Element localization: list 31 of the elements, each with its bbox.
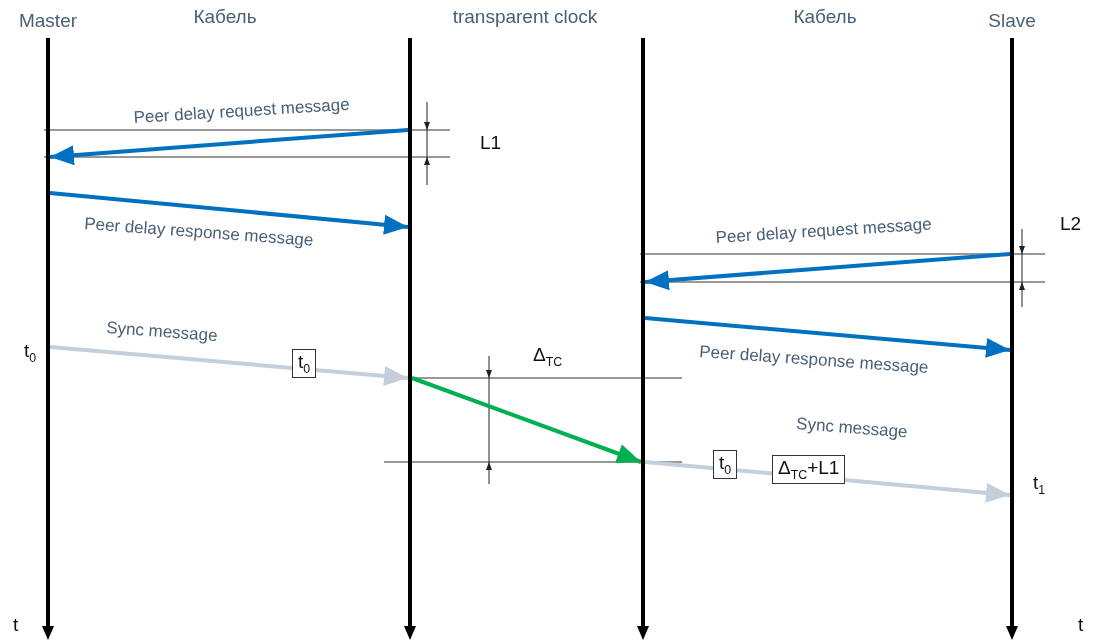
message-arrow	[49, 191, 409, 235]
axis-label: t	[13, 614, 19, 636]
cable-heading: Кабель	[193, 6, 257, 28]
time-label: t$_{1}$	[1033, 472, 1046, 497]
dimension-label: L1	[480, 132, 502, 154]
dimension-label: Δ$_{TC}$	[533, 344, 563, 369]
message-arrow	[644, 316, 1011, 358]
lifeline-heading: Slave	[988, 10, 1036, 32]
lifeline-arrow	[403, 38, 417, 640]
lifeline-arrow	[1005, 38, 1019, 640]
axis-label: t	[1078, 614, 1084, 636]
cable-heading: Кабель	[793, 6, 857, 28]
message-arrow	[411, 376, 642, 464]
edge-label: Peer delay request message	[715, 214, 933, 248]
device-heading: transparent clock	[452, 6, 598, 28]
correction-tag: Δ$_{TC}$+L1	[772, 455, 846, 484]
lifeline-arrow	[41, 38, 55, 640]
edge-label: Peer delay response message	[83, 214, 314, 251]
message-arrow	[49, 128, 409, 166]
message-arrow	[644, 252, 1011, 291]
lifeline-heading: Master	[18, 10, 78, 32]
time-label: t$_{0}$	[24, 340, 37, 365]
timestamp-tag: t$_{0}$	[292, 349, 317, 378]
timestamp-tag: t$_{0}$	[713, 450, 738, 479]
edge-label: Sync message	[105, 318, 219, 347]
message-arrow	[49, 345, 409, 386]
edge-label: Peer delay response message	[698, 342, 930, 378]
edge-label: Sync message	[795, 414, 909, 443]
dimension-label: L2	[1060, 213, 1082, 235]
edge-label: Peer delay request message	[133, 94, 351, 128]
lifeline-arrow	[636, 38, 650, 640]
